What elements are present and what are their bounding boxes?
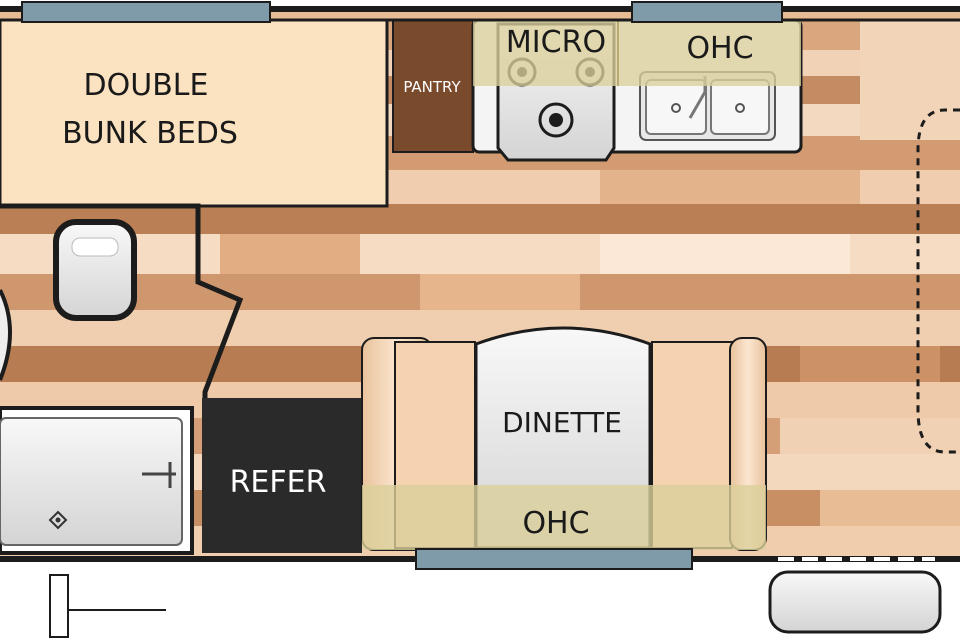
toilet-icon [53, 219, 137, 321]
front-bed-outline [916, 108, 960, 454]
pantry [393, 20, 473, 152]
lavatory [0, 289, 12, 381]
shower-tub [0, 406, 194, 555]
drain-icon [48, 510, 68, 530]
double-bunk-beds [0, 18, 389, 208]
pantry-label: PANTRY [403, 78, 461, 96]
ohc-dinette-label: OHC [522, 506, 589, 541]
refer-label: REFER [230, 465, 327, 500]
bunk-label-line2: BUNK BEDS [62, 116, 238, 151]
micro-ohc-overlay [473, 20, 801, 86]
bunk-label-line1: DOUBLE [84, 68, 209, 103]
refrigerator [202, 398, 362, 553]
window-top-right [631, 1, 783, 23]
window-top-left [21, 1, 271, 23]
bathroom-wall [0, 203, 244, 398]
dinette-label: DINETTE [502, 406, 622, 439]
entry-step [49, 574, 166, 638]
ohc-kitchen-label: OHC [686, 31, 753, 66]
window-bottom [415, 548, 693, 570]
ohc-dinette-overlay [362, 485, 766, 550]
exterior-storage [768, 570, 942, 634]
micro-label: MICRO [506, 25, 606, 60]
sink-icon [639, 71, 776, 141]
